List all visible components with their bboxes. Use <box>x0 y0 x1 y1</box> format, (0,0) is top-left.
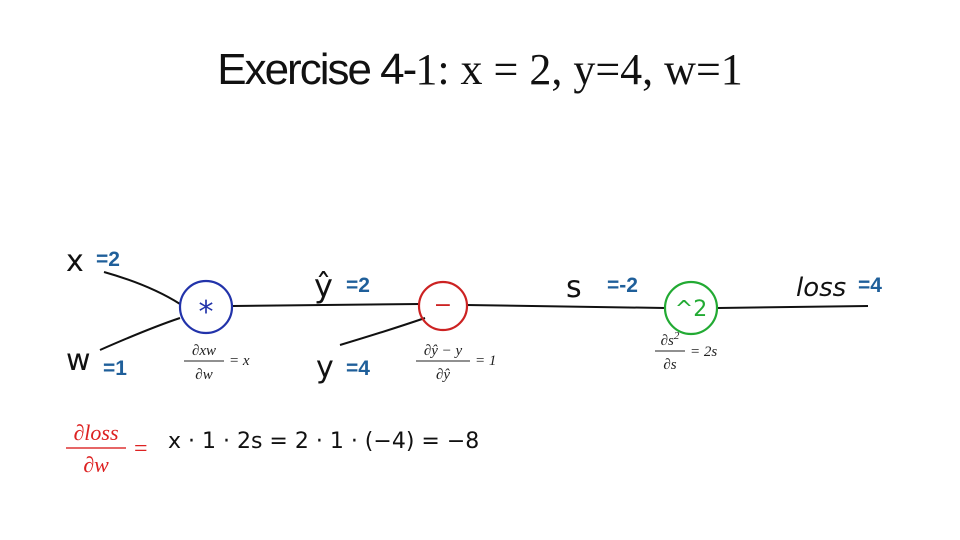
yhat-label: ŷ <box>314 267 333 305</box>
multiply-node <box>178 279 234 335</box>
s-value: =-2 <box>607 274 638 297</box>
result-lhs-num: ∂loss <box>73 420 118 445</box>
edge-yhat <box>232 303 421 307</box>
subtract-symbol: − <box>434 293 452 318</box>
grad-subtract-rhs: = 1 <box>475 353 496 369</box>
edge-w-to-multiply <box>99 317 181 351</box>
result-eq: = <box>134 436 148 462</box>
grad-multiply-rhs: = x <box>229 353 250 369</box>
slide-title: Exercise 4-1: x = 2, y=4, w=1 <box>0 44 960 95</box>
grad-square-num: ∂s2 <box>661 330 680 349</box>
grad-subtract-num: ∂ŷ − y <box>424 343 463 359</box>
edge-y-to-subtract <box>339 317 426 346</box>
title-suffix: 1: x = 2, y=4, w=1 <box>415 45 743 94</box>
grad-multiply-den: ∂w <box>195 367 212 383</box>
x-label: x <box>66 244 84 279</box>
grad-square-rhs: = 2s <box>690 344 717 360</box>
w-label: w <box>66 343 91 378</box>
grad-subtract-den: ∂ŷ <box>436 367 450 383</box>
loss-value: =4 <box>858 274 882 297</box>
yhat-value: =2 <box>346 274 370 297</box>
result-lhs-den: ∂w <box>83 452 109 477</box>
subtract-node <box>417 280 469 332</box>
grad-multiply-num: ∂xw <box>192 343 216 359</box>
w-value: =1 <box>103 357 127 380</box>
x-value: =2 <box>96 248 120 271</box>
grad-square-den: ∂s <box>663 357 676 373</box>
edge-s <box>465 304 666 309</box>
title-prefix: Exercise 4- <box>217 45 417 94</box>
square-node <box>663 280 719 336</box>
s-label: s <box>566 270 582 305</box>
edge-x-to-multiply <box>103 271 181 305</box>
y-label: y <box>316 350 334 385</box>
multiply-symbol: * <box>199 295 214 330</box>
result-expression: x · 1 · 2s = 2 · 1 · (−4) = −8 <box>168 429 479 454</box>
grad-square-num-sup: 2 <box>674 330 680 342</box>
square-symbol: ^2 <box>675 297 707 322</box>
loss-label: loss <box>796 273 846 303</box>
edge-loss <box>717 305 869 309</box>
y-value: =4 <box>346 357 370 380</box>
grad-square-num-base: ∂s <box>661 333 674 349</box>
